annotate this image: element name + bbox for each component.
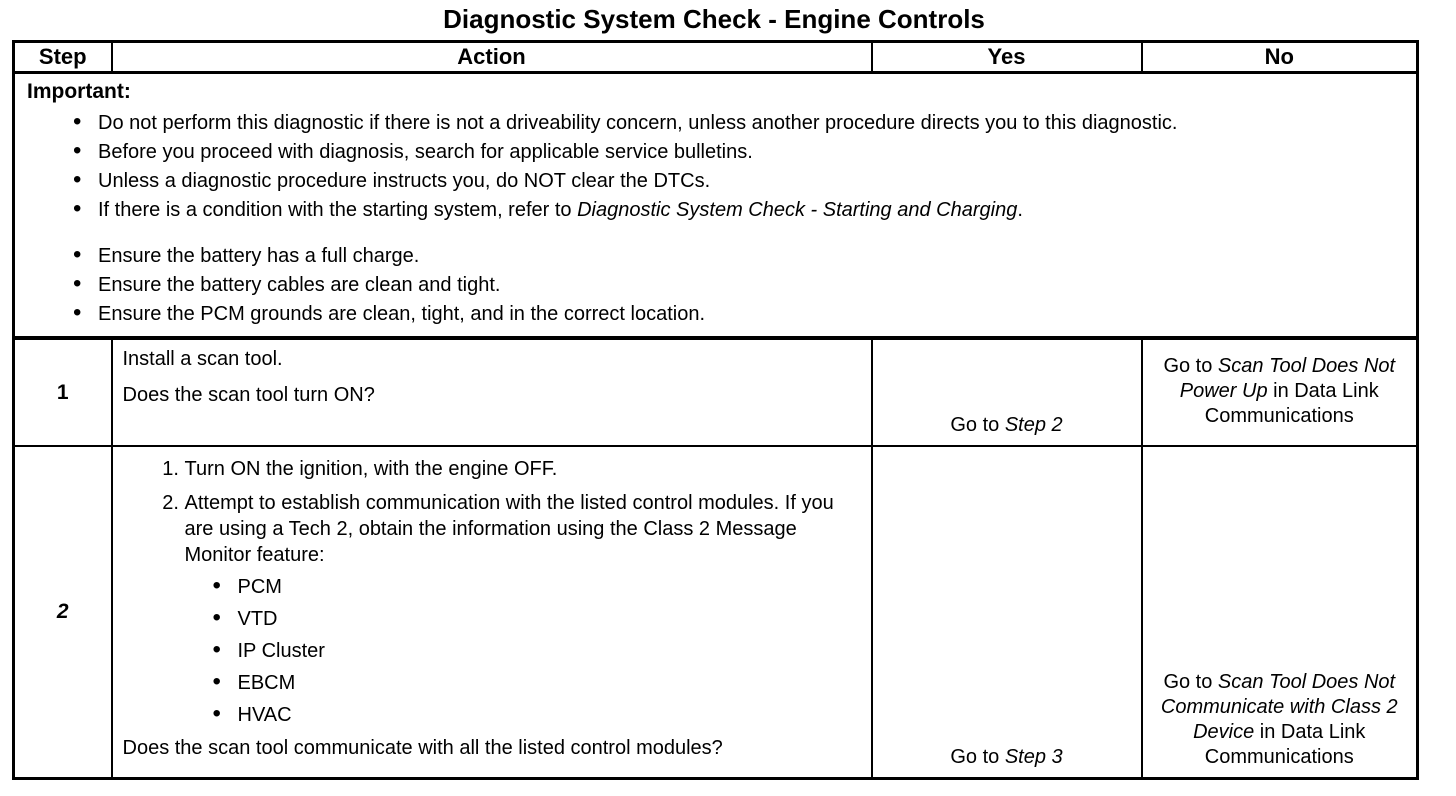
module-item: HVAC [213,703,861,726]
module-bullet-list: PCM VTD IP Cluster EBCM HVAC [185,575,861,726]
no-cell: Go to Scan Tool Does Not Communicate wit… [1140,445,1419,780]
important-bullet-list-1: Do not perform this diagnostic if there … [27,111,1404,221]
action-line: Install a scan tool. [122,348,283,370]
important-bullet: Ensure the PCM grounds are clean, tight,… [71,302,1404,325]
action-cell: Turn ON the ignition, with the engine OF… [110,445,873,780]
document-page: Diagnostic System Check - Engine Control… [12,4,1419,780]
important-bullet: Unless a diagnostic procedure instructs … [71,169,1404,192]
diagnostic-table: Step Action Yes No Important: Do not per… [12,40,1419,780]
important-bullet: Ensure the battery has a full charge. [71,244,1404,267]
table-row-step-1: 1 Install a scan tool. Does the scan too… [12,337,1419,447]
module-item: IP Cluster [213,639,861,662]
no-reference: Go to Scan Tool Does Not Communicate wit… [1160,671,1398,768]
module-item: VTD [213,607,861,630]
action-numbered-list: Turn ON the ignition, with the engine OF… [123,456,861,726]
important-bullet: Ensure the battery cables are clean and … [71,273,1404,296]
col-header-step: Step [12,40,113,74]
yes-cell: Go to Step 2 [870,337,1143,447]
important-label: Important: [27,80,131,103]
module-item: EBCM [213,671,861,694]
important-row: Important: Do not perform this diagnosti… [12,71,1419,340]
important-bullet: Before you proceed with diagnosis, searc… [71,140,1404,163]
important-bullet: If there is a condition with the startin… [71,198,1404,221]
important-bullet: Do not perform this diagnostic if there … [71,111,1404,134]
module-item: PCM [213,575,861,598]
col-header-no: No [1140,40,1419,74]
yes-reference: Go to Step 2 [950,414,1063,436]
table-row-step-2: 2 Turn ON the ignition, with the engine … [12,445,1419,780]
step-number: 1 [12,337,113,447]
no-reference: Go to Scan Tool Does Not Power Up in Dat… [1163,355,1396,427]
page-title: Diagnostic System Check - Engine Control… [443,4,985,34]
no-cell: Go to Scan Tool Does Not Power Up in Dat… [1140,337,1419,447]
action-cell: Install a scan tool. Does the scan tool … [110,337,873,447]
yes-cell: Go to Step 3 [870,445,1143,780]
col-header-yes: Yes [870,40,1143,74]
action-numbered-item: Attempt to establish communication with … [185,490,861,726]
step-number: 2 [12,445,113,780]
important-section: Important: Do not perform this diagnosti… [12,71,1419,340]
yes-reference: Go to Step 3 [950,746,1063,768]
header-row: Step Action Yes No [12,40,1419,74]
action-question: Does the scan tool communicate with all … [122,737,723,759]
action-numbered-item: Turn ON the ignition, with the engine OF… [185,456,861,482]
important-bullet-list-2: Ensure the battery has a full charge. En… [27,244,1404,325]
action-question: Does the scan tool turn ON? [122,384,375,406]
col-header-action: Action [110,40,873,74]
action-numbered-item-text: Attempt to establish communication with … [184,492,834,566]
